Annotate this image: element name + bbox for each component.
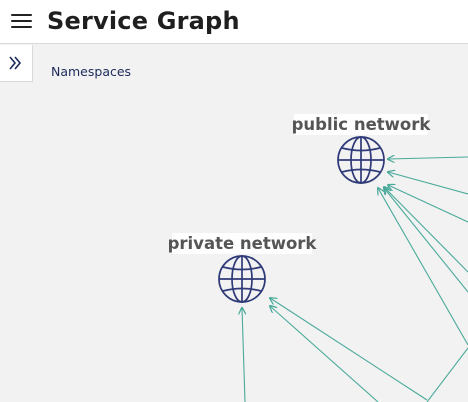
graph-edges <box>242 157 468 402</box>
graph-edge[interactable] <box>426 347 468 402</box>
graph-edge[interactable] <box>270 306 379 402</box>
graph-edge[interactable] <box>384 188 468 293</box>
double-chevron-right-icon <box>9 56 22 70</box>
graph-edge[interactable] <box>388 157 468 159</box>
graph-edge[interactable] <box>388 185 468 223</box>
graph-edge[interactable] <box>384 187 468 273</box>
globe-icon <box>218 255 266 303</box>
breadcrumb-namespaces-link[interactable]: Namespaces <box>51 64 132 79</box>
page-title: Service Graph <box>47 7 240 35</box>
globe-icon <box>337 136 385 184</box>
graph-edge[interactable] <box>378 188 468 346</box>
graph-edge[interactable] <box>270 298 428 401</box>
graph-edge[interactable] <box>242 308 245 402</box>
node-label: public network <box>292 115 432 134</box>
sidebar-toggle-button[interactable] <box>0 45 33 82</box>
graph-node-public-network[interactable]: public network <box>292 114 432 184</box>
node-label: private network <box>168 234 318 253</box>
graph-edge[interactable] <box>388 172 468 195</box>
top-app-bar: Service Graph <box>0 0 468 44</box>
graph-node-private-network[interactable]: private network <box>168 233 318 303</box>
hamburger-menu-icon[interactable] <box>11 12 33 30</box>
